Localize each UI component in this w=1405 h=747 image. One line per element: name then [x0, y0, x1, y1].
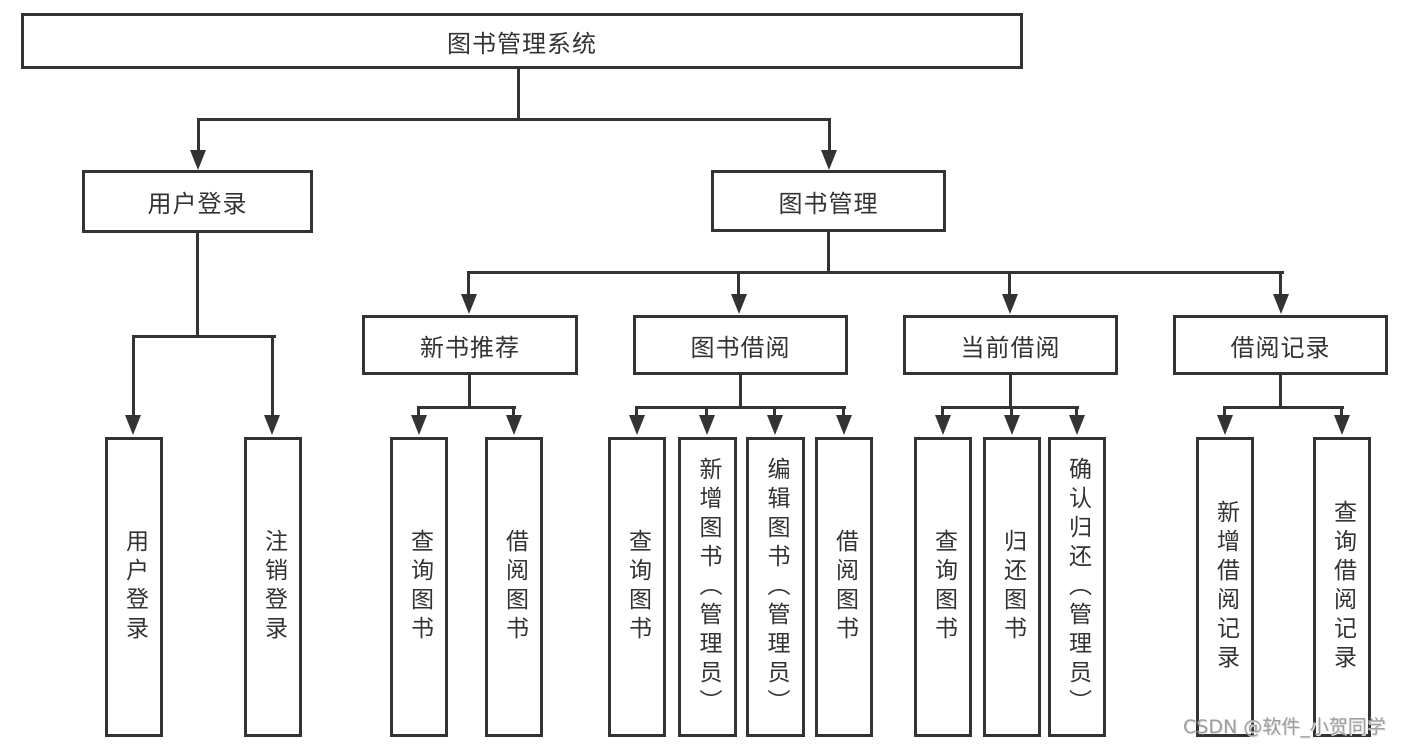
connector-line — [1279, 375, 1282, 409]
connector-line — [739, 375, 742, 409]
arrowhead-down — [836, 415, 852, 435]
leaf-label: 查询图书 — [624, 529, 651, 645]
leaf-label: 借阅图书 — [501, 529, 528, 645]
node-root-label: 图书管理系统 — [447, 29, 597, 58]
connector-line — [1010, 409, 1013, 417]
connector-line — [132, 338, 135, 417]
connector-line — [773, 409, 776, 417]
connector-line — [467, 274, 470, 296]
leaf-label: 查询图书 — [930, 529, 957, 645]
leaf-add-borrow-record: 新增借阅记录 — [1196, 437, 1254, 737]
leaf-label: 归还图书 — [999, 529, 1026, 645]
node-label: 新书推荐 — [420, 333, 520, 362]
connector-line — [737, 274, 740, 296]
connector-line — [1223, 409, 1226, 417]
leaf-label: 查询图书 — [406, 529, 433, 645]
leaf-borrow-books: 借阅图书 — [815, 437, 873, 737]
arrowhead-down — [1334, 415, 1350, 435]
leaf-label: 用户登录 — [121, 529, 148, 645]
connector-line — [1340, 409, 1343, 417]
connector-line — [828, 121, 831, 152]
arrowhead-down — [1273, 294, 1289, 314]
arrowhead-down — [190, 150, 206, 170]
connector-line — [512, 409, 515, 417]
leaf-confirm-return-admin: 确认归还（管理员） — [1048, 437, 1106, 737]
leaf-logout: 注销登录 — [244, 437, 302, 737]
leaf-borrow-books-recommend: 借阅图书 — [485, 437, 543, 737]
arrowhead-down — [264, 415, 280, 435]
connector-line — [417, 409, 420, 417]
leaf-user-login: 用户登录 — [105, 437, 163, 737]
leaf-query-books-current: 查询图书 — [914, 437, 972, 737]
leaf-label: 编辑图书（管理员） — [763, 456, 789, 718]
connector-line — [517, 69, 520, 121]
arrowhead-down — [821, 150, 837, 170]
arrowhead-down — [935, 415, 951, 435]
node-label: 图书借阅 — [690, 333, 791, 362]
connector-line — [271, 338, 274, 417]
node-book-management: 图书管理 — [711, 170, 946, 232]
connector-line — [132, 335, 276, 338]
arrowhead-down — [699, 415, 715, 435]
leaf-label: 新增借阅记录 — [1212, 500, 1239, 674]
arrowhead-down — [1004, 415, 1020, 435]
arrowhead-down — [1002, 294, 1018, 314]
connector-line — [842, 409, 845, 417]
connector-line — [196, 233, 199, 335]
node-current-borrowing: 当前借阅 — [903, 315, 1118, 375]
connector-line — [635, 406, 846, 409]
leaf-edit-books-admin: 编辑图书（管理员） — [746, 437, 805, 737]
connector-line — [1009, 375, 1012, 409]
leaf-query-borrow-record: 查询借阅记录 — [1313, 437, 1371, 737]
connector-line — [941, 406, 1079, 409]
leaf-label: 注销登录 — [260, 529, 287, 645]
connector-line — [1075, 409, 1078, 417]
arrowhead-down — [411, 415, 427, 435]
leaf-query-books-borrowing: 查询图书 — [608, 437, 666, 737]
node-label: 用户登录 — [147, 190, 248, 218]
leaf-label: 确认归还（管理员） — [1064, 456, 1091, 718]
arrowhead-down — [506, 415, 522, 435]
connector-line — [1008, 274, 1011, 296]
arrowhead-down — [629, 415, 645, 435]
connector-line — [705, 409, 708, 417]
arrowhead-down — [125, 415, 141, 435]
connector-line — [468, 375, 471, 409]
leaf-return-books: 归还图书 — [983, 437, 1041, 737]
node-borrowing-records: 借阅记录 — [1173, 315, 1388, 375]
node-label: 图书管理 — [778, 189, 879, 218]
connector-line — [417, 406, 516, 409]
leaf-label: 借阅图书 — [831, 529, 858, 645]
leaf-label: 查询借阅记录 — [1329, 500, 1356, 674]
node-new-book-recommend: 新书推荐 — [362, 315, 578, 375]
leaf-add-books-admin: 新增图书（管理员） — [678, 437, 737, 737]
connector-line — [635, 409, 638, 417]
node-label: 当前借阅 — [960, 333, 1061, 362]
connector-line — [197, 121, 200, 152]
connector-line — [197, 118, 831, 121]
leaf-query-books-recommend: 查询图书 — [390, 437, 448, 737]
arrowhead-down — [731, 294, 747, 314]
connector-line — [941, 409, 944, 417]
arrowhead-down — [1069, 415, 1085, 435]
leaf-label: 新增图书（管理员） — [695, 456, 721, 718]
connector-line — [827, 232, 830, 274]
connector-line — [1279, 274, 1282, 296]
connector-line — [467, 271, 1284, 274]
node-label: 借阅记录 — [1230, 333, 1331, 362]
connector-line — [1223, 406, 1344, 409]
arrowhead-down — [1217, 415, 1233, 435]
arrowhead-down — [461, 294, 477, 314]
node-user-login: 用户登录 — [82, 170, 313, 233]
watermark: CSDN @软件_小贺同学 — [1183, 716, 1386, 738]
node-book-borrowing: 图书借阅 — [633, 315, 848, 375]
arrowhead-down — [767, 415, 783, 435]
node-root: 图书管理系统 — [21, 13, 1023, 69]
